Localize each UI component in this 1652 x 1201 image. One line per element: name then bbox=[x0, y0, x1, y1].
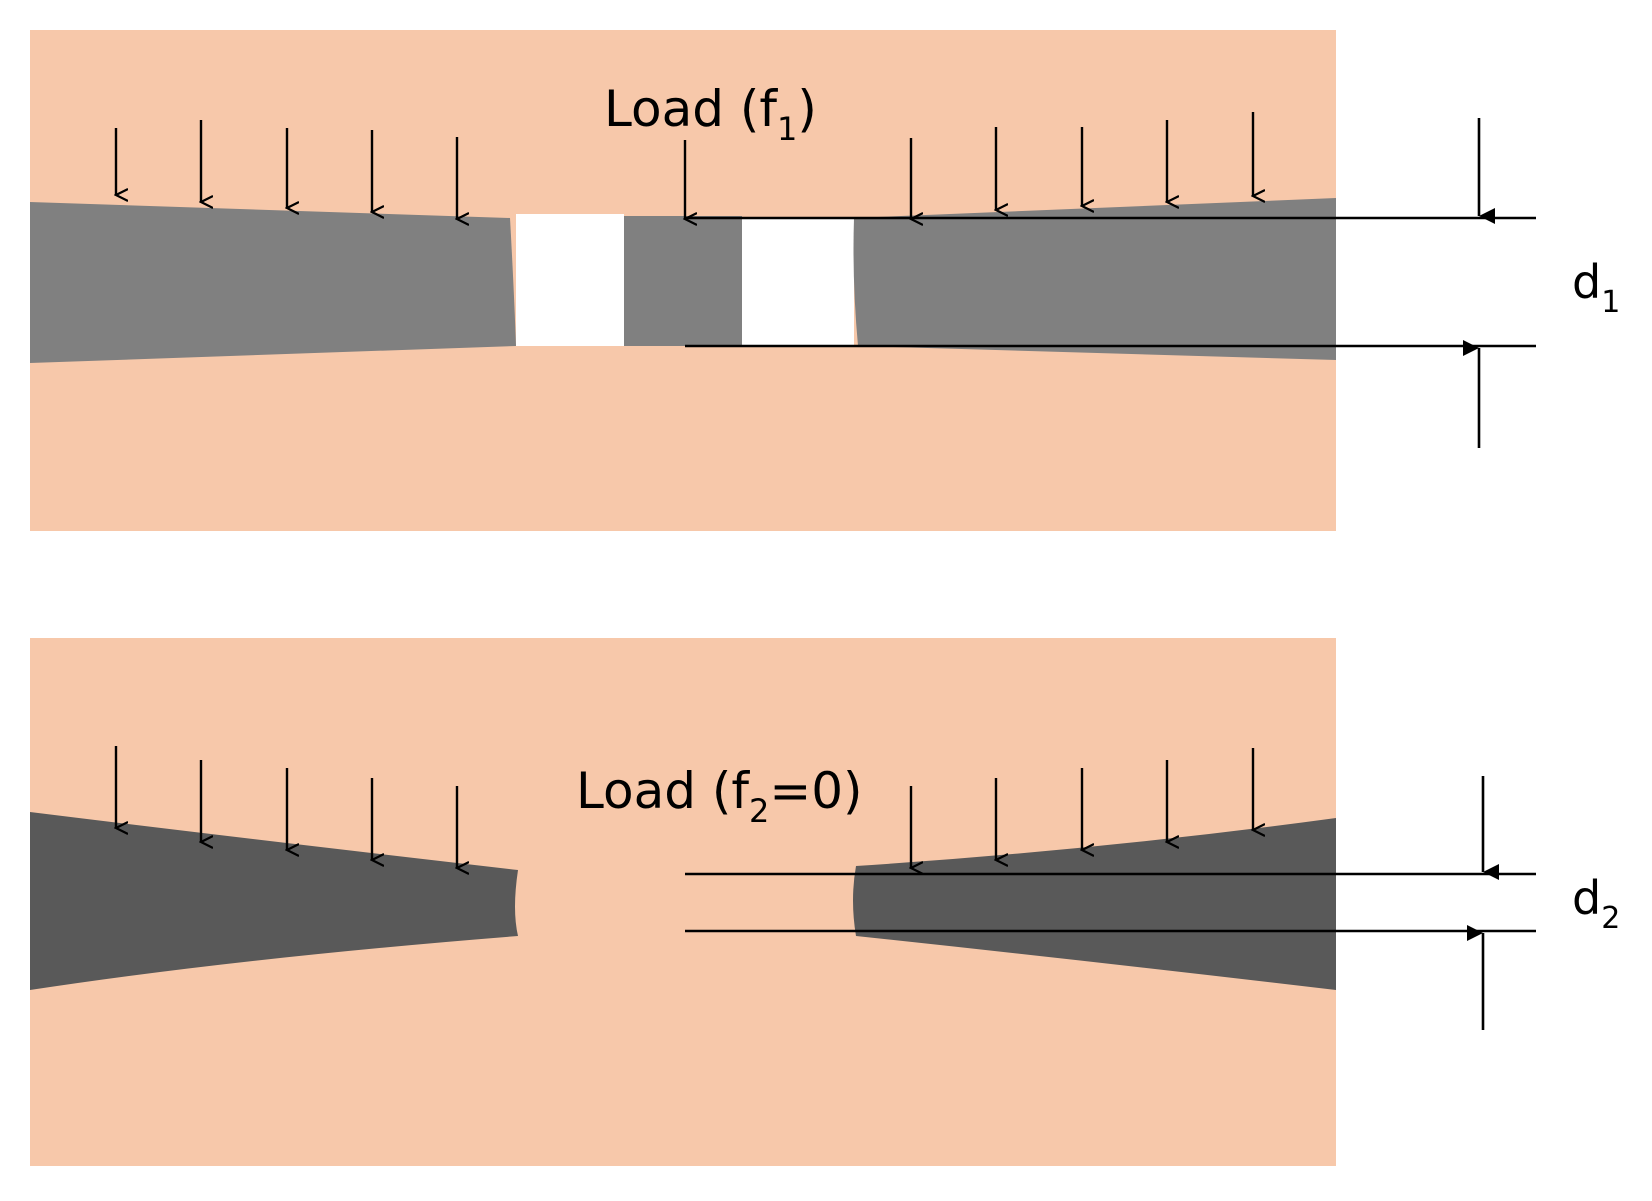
gasket-center bbox=[624, 216, 742, 346]
gap-dimension-loaded bbox=[685, 118, 1536, 448]
gasket-right bbox=[853, 818, 1336, 990]
gap-dimension-unloaded bbox=[685, 776, 1536, 1030]
gap-label-d2: d2 bbox=[1572, 871, 1620, 936]
gap-label-d1: d1 bbox=[1572, 255, 1620, 320]
gasket-left bbox=[30, 812, 518, 990]
load-arrows bbox=[116, 112, 1253, 219]
pore-left bbox=[516, 214, 624, 346]
panel-loaded: Load (f1) d1 bbox=[30, 30, 1620, 531]
gasket-right bbox=[853, 198, 1336, 360]
pore-right bbox=[742, 218, 854, 346]
panel-unloaded: Load (f2=0) d2 bbox=[30, 638, 1620, 1166]
gasket-left bbox=[30, 202, 516, 363]
load-label-unloaded: Load (f2=0) bbox=[576, 762, 863, 830]
load-label-loaded: Load (f1) bbox=[604, 80, 817, 148]
load-arrows bbox=[116, 746, 1253, 868]
